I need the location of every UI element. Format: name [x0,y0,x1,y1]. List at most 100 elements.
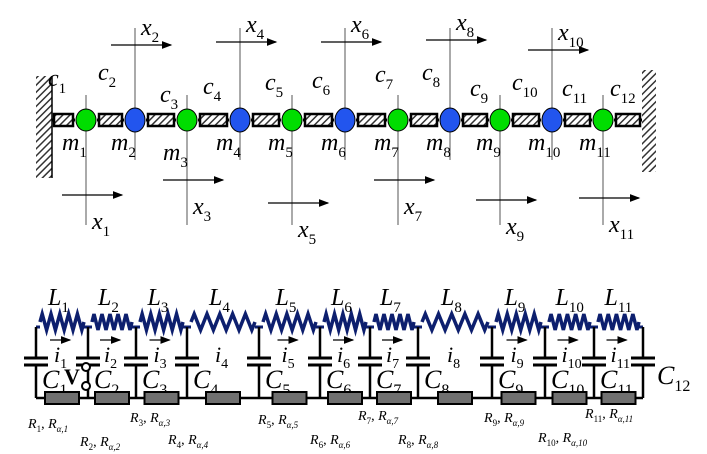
current-label-i8: i8 [447,342,460,372]
damper-c5 [251,112,281,128]
capacitor-label-C1: C1 [42,365,67,399]
resistor-R1 [44,391,80,405]
current-label-i1: i1 [54,342,67,372]
inductor-L5 [261,308,318,336]
capacitor-label-C5: C5 [265,365,290,399]
mass-label-m1: m1 [62,130,87,161]
resistor-R5 [271,391,308,405]
resistor-R4 [205,391,241,405]
mass-m1 [75,108,97,132]
right-wall [642,70,656,172]
resistor-label-R3: R3, Rα,3 [129,411,171,428]
damper-c2 [97,112,124,128]
voltage-terminal [81,381,91,391]
resistor-label-R9: R9, Rα,9 [483,411,525,428]
damper-c6 [303,112,334,128]
displacement-label-x11: x11 [608,212,634,243]
damper-label-c1: c1 [48,66,66,97]
displacement-label-x9: x9 [505,214,524,245]
damper-c4 [198,112,229,128]
resistor-R3 [143,391,180,405]
mass-label-m10: m10 [528,130,560,161]
damper-label-c2: c2 [98,60,116,91]
inductor-label-L11: L11 [604,285,633,316]
capacitor-label-C8: C8 [424,365,449,399]
mass-label-m7: m7 [374,130,399,161]
damper-label-c9: c9 [470,76,488,107]
mass-m5 [281,108,303,132]
inductor-label-L10: L10 [555,285,584,316]
voltage-source-label: V [64,364,80,389]
displacement-label-x10: x10 [557,20,584,51]
inductor-L8 [420,309,490,335]
resistor-R10 [551,391,588,405]
mass-m7 [387,108,409,132]
damper-label-c6: c6 [312,68,331,99]
mass-m3 [176,108,198,132]
mass-label-m9: m9 [476,130,501,161]
mass-label-m2: m2 [111,130,136,161]
damper-c1 [52,112,75,128]
resistor-label-R4: R4, Rα,4 [167,433,209,450]
resistor-R2 [94,391,130,405]
resistor-label-R6: R6, Rα,6 [309,433,351,450]
current-label-i3: i3 [154,342,167,372]
inductor-label-L6: L6 [330,285,352,316]
resistor-R9 [500,391,537,405]
damper-label-c11: c11 [562,76,587,107]
inductor-L6 [322,307,368,337]
displacement-label-x8: x8 [455,10,474,41]
mass-label-m3: m3 [163,140,188,171]
damper-c10 [511,112,541,128]
damper-label-c7: c7 [375,62,394,93]
inductor-L11 [596,313,641,331]
resistor-label-R8: R8, Rα,8 [397,433,439,450]
damper-c11 [563,112,592,128]
inductor-L4 [189,309,257,335]
inductor-L2 [90,313,134,331]
inductor-L9 [494,307,543,337]
displacement-label-x4: x4 [245,12,265,43]
inductor-label-L7: L7 [379,285,401,316]
electrical-circuit: L1i1L2i2L3i3L4i4L5i5L6i6L7i7L8i8L9i9L10i… [24,285,690,452]
damper-label-c3: c3 [160,82,178,113]
capacitor-label-C3: C3 [142,365,167,399]
resistor-label-R5: R5, Rα,5 [257,413,299,430]
displacement-label-x2: x2 [140,15,159,46]
mass-label-m4: m4 [216,130,241,161]
inductor-label-L1: L1 [47,285,69,316]
damper-c7 [356,112,387,128]
capacitor-label-C9: C9 [498,365,523,399]
damper-c12 [614,112,642,128]
inductor-label-L5: L5 [275,285,297,316]
inductor-label-L3: L3 [147,285,169,316]
mass-m9 [489,108,511,132]
current-label-i11: i11 [611,342,631,372]
damper-c8 [409,112,439,128]
resistor-label-R1: R1, Rα,1 [27,417,68,434]
displacement-label-x3: x3 [192,194,211,225]
damper-c3 [146,112,176,128]
capacitor-label-C2: C2 [94,365,119,399]
resistor-R6 [327,391,363,405]
resistor-R7 [376,391,412,405]
damper-label-c12: c12 [610,76,636,107]
resistor-R11 [600,391,637,405]
mass-label-m6: m6 [321,130,346,161]
inductor-label-L4: L4 [208,285,230,316]
current-label-i2: i2 [104,342,117,372]
inductor-L1 [38,307,86,337]
current-label-i6: i6 [337,342,350,372]
damper-c9 [461,112,489,128]
damper-label-c5: c5 [265,70,283,101]
displacement-label-x5: x5 [297,217,316,248]
inductor-label-L8: L8 [440,285,462,316]
displacement-label-x6: x6 [350,12,370,43]
capacitor-label-C12: C12 [657,361,690,395]
inductor-L3 [138,307,185,337]
mass-label-m8: m8 [426,130,451,161]
mass-m8 [439,107,461,133]
damper-label-c4: c4 [203,74,222,105]
displacement-label-x1: x1 [91,209,110,240]
